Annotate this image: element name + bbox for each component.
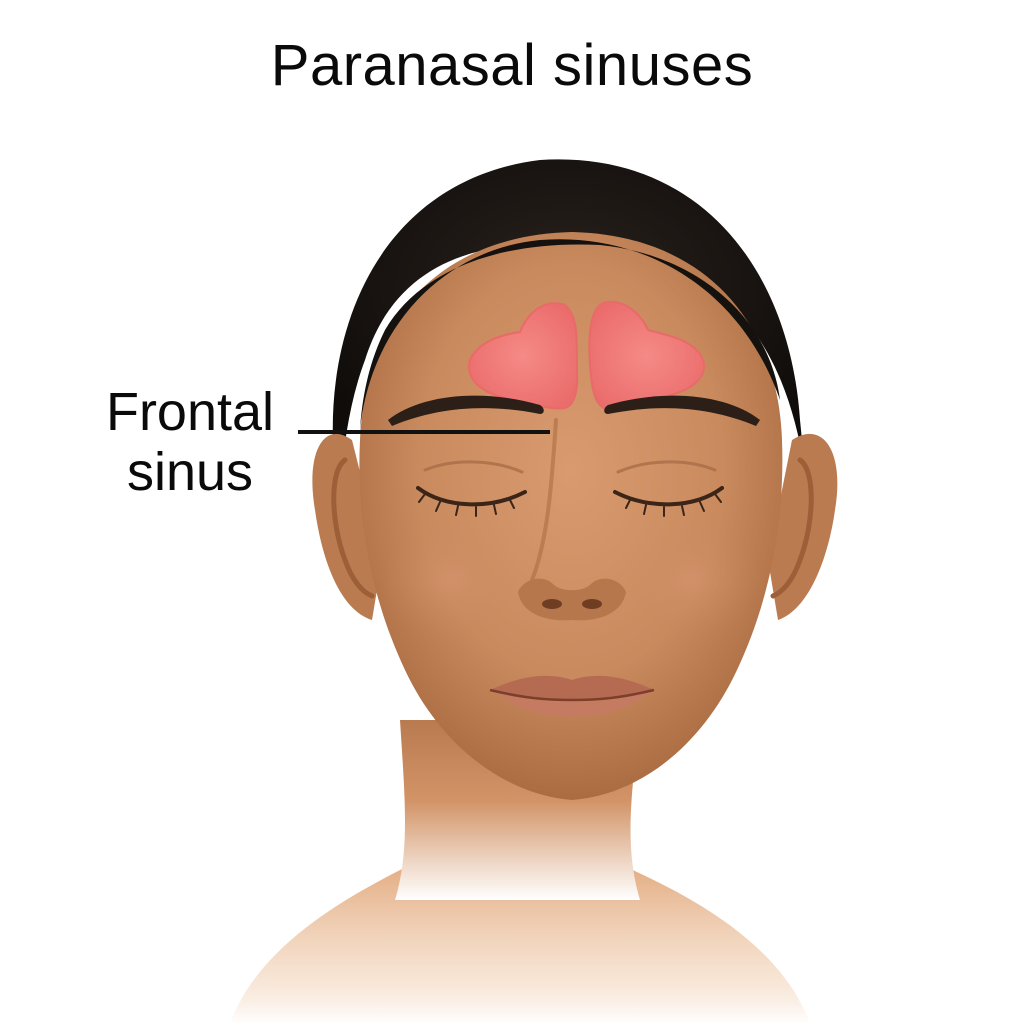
frontal-sinus-label: Frontal sinus <box>60 382 320 502</box>
left-cheek <box>380 525 520 635</box>
diagram-title: Paranasal sinuses <box>270 33 754 98</box>
right-eye <box>613 486 724 507</box>
left-eye-lashes <box>418 493 515 517</box>
right-eyelid-crease <box>616 460 717 474</box>
right-ear-inner <box>770 457 814 599</box>
right-eyebrow <box>604 395 760 426</box>
nose <box>518 578 626 621</box>
frontal-sinus-right-lobe <box>588 300 705 412</box>
frontal-sinus-label-line1: Frontal <box>105 382 275 442</box>
right-eye-lashes <box>625 493 722 517</box>
hair <box>332 159 805 481</box>
lip-line <box>489 688 655 702</box>
nose-bridge <box>530 418 558 582</box>
upper-lip <box>490 675 654 700</box>
left-eyelid-crease <box>423 460 524 474</box>
right-nostril <box>582 599 602 609</box>
frontal-sinus-label-line2: sinus <box>126 442 254 502</box>
left-eyebrow <box>388 395 544 426</box>
right-ear <box>768 433 838 620</box>
shoulders <box>230 860 810 1024</box>
right-cheek <box>622 525 762 635</box>
frontal-sinus <box>468 300 705 412</box>
left-ear-inner <box>331 457 375 599</box>
left-nostril <box>542 599 562 609</box>
lower-lip <box>496 692 648 717</box>
left-ear <box>312 433 382 620</box>
left-eye <box>416 486 527 507</box>
